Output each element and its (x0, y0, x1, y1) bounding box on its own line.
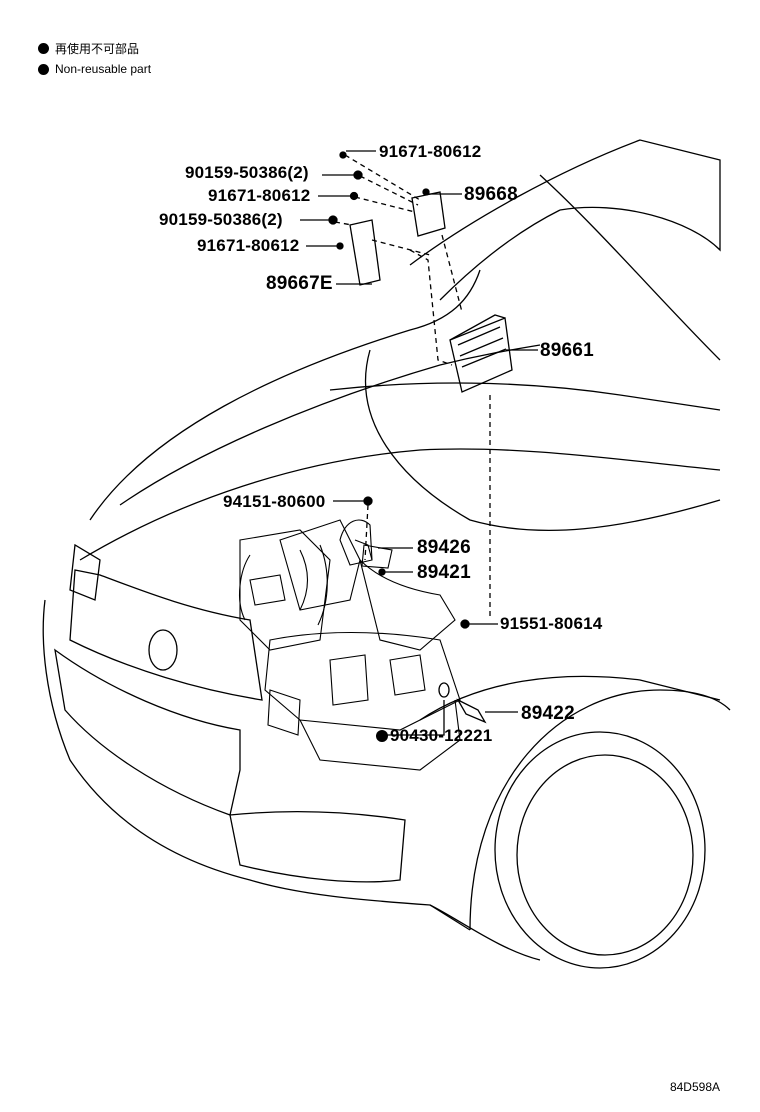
bullet-icon (38, 63, 49, 75)
roof-line (539, 174, 721, 361)
fender-lower (429, 904, 471, 931)
hood-rear (365, 349, 721, 532)
part-label-non-reusable[interactable]: 90430-12221 (376, 727, 492, 744)
part-number: 90430-12221 (390, 726, 493, 745)
bracket-89667e (349, 219, 381, 286)
a-pillar (439, 209, 561, 301)
part-label[interactable]: 89668 (464, 184, 518, 205)
engine-assembly (239, 519, 461, 771)
legend-line-2: Non-reusable part (38, 62, 151, 76)
part-label[interactable]: 90159-50386(2) (185, 163, 309, 182)
wheel-inner (516, 754, 694, 956)
legend-text-en: Non-reusable part (55, 62, 152, 76)
part-label[interactable]: 89422 (521, 703, 575, 724)
emblem (148, 629, 178, 671)
wheel-arch (469, 689, 731, 931)
headlight-left (69, 543, 101, 601)
sensor-89422 (456, 698, 487, 724)
grille-lower (54, 648, 241, 816)
part-label[interactable]: 89661 (540, 340, 594, 361)
diagram-code: 84D598A (669, 1080, 720, 1094)
windshield-outline (409, 139, 721, 266)
bullet-icon (38, 43, 49, 54)
part-label[interactable]: 91671-80612 (208, 186, 311, 205)
non-reusable-icon (376, 730, 388, 742)
part-label[interactable]: 91671-80612 (197, 236, 300, 255)
cowl-line (329, 382, 721, 411)
wheel-outer (494, 731, 706, 969)
fender-line (419, 675, 721, 721)
part-label[interactable]: 91551-80614 (500, 614, 603, 633)
legend-line-1: 再使用不可部品 (38, 40, 139, 57)
hood-front-edge (79, 448, 721, 561)
bumper-outline (42, 599, 541, 961)
ecu-module-top (449, 314, 506, 341)
part-label[interactable]: 91671-80612 (379, 142, 482, 161)
hood-crease (119, 344, 541, 506)
lower-intake (229, 811, 406, 883)
leader-lines (300, 150, 538, 736)
part-label[interactable]: 89421 (417, 562, 471, 583)
dashed-leaders (334, 154, 491, 620)
part-label[interactable]: 89667E (266, 273, 333, 294)
ecu-module (449, 317, 513, 393)
legend-text-ja: 再使用不可部品 (55, 42, 140, 56)
gasket-90430 (438, 682, 450, 698)
hood-outline (89, 269, 481, 521)
ecu-connector (457, 326, 507, 368)
part-label[interactable]: 89426 (417, 537, 471, 558)
part-label[interactable]: 94151-80600 (223, 492, 326, 511)
part-label[interactable]: 90159-50386(2) (159, 210, 283, 229)
grille-upper (69, 569, 263, 701)
